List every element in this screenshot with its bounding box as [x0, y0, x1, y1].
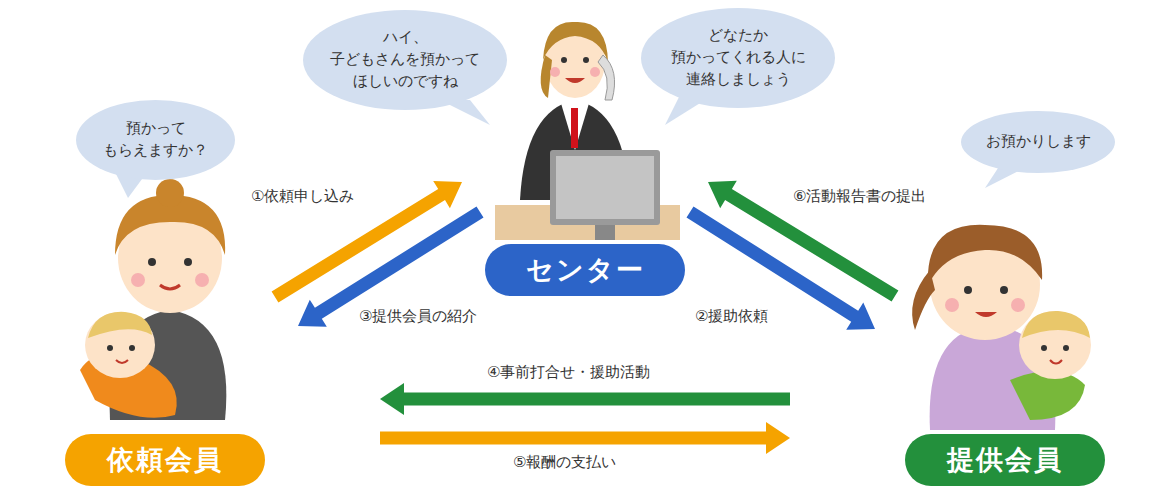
- step-label: ②援助依頼: [692, 306, 771, 327]
- speech-bubble: 預かって もらえますか？: [76, 100, 235, 180]
- provider-figure: [912, 225, 1091, 430]
- provider-pill: 提供会員: [905, 434, 1105, 486]
- flow-arrow: [380, 422, 790, 454]
- step-label: ⑤報酬の支払い: [510, 452, 619, 473]
- reception-desk: [495, 150, 680, 240]
- speech-text: お預かりします: [983, 131, 1093, 153]
- step-label: ④事前打合せ・援助活動: [484, 362, 653, 383]
- flow-arrow: [380, 383, 790, 415]
- speech-bubble: お預かりします: [961, 111, 1115, 173]
- step-label: ①依頼申し込み: [248, 186, 357, 207]
- speech-bubble: ハイ、 子どもさんを預かって ほしいのですね: [303, 10, 507, 110]
- step-label: ③提供会員の紹介: [356, 306, 480, 327]
- center-pill: センター: [485, 244, 685, 296]
- speech-text: ハイ、 子どもさんを預かって ほしいのですね: [325, 27, 485, 92]
- node-title: センター: [526, 252, 645, 288]
- speech-bubble: どなたか 預かってくれる人に 連絡しましょう: [641, 8, 835, 108]
- step-label: ⑥活動報告書の提出: [790, 186, 929, 207]
- speech-text: 預かって もらえますか？: [98, 118, 213, 162]
- flow-arrow: [298, 207, 484, 327]
- requester-figure: [80, 179, 226, 420]
- requester-pill: 依頼会員: [65, 434, 265, 486]
- speech-text: どなたか 預かってくれる人に 連絡しましょう: [663, 25, 813, 90]
- node-title: 依頼会員: [107, 442, 223, 478]
- node-title: 提供会員: [947, 442, 1063, 478]
